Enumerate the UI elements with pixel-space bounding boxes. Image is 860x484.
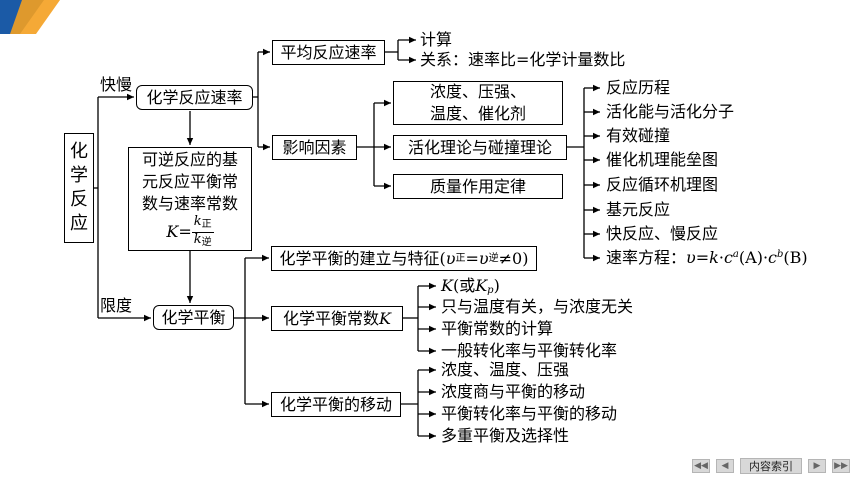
- factor-conditions-box: 浓度、压强、 温度、催化剂: [393, 81, 563, 125]
- reversible-reaction-box: 可逆反应的基 元反应平衡常 数与速率常数 K= k正 k逆: [128, 147, 252, 251]
- constant-item: 只与温度有关，与浓度无关: [441, 297, 634, 316]
- theory-item: 反应循环机理图: [606, 175, 719, 194]
- root-char: 学: [70, 165, 88, 186]
- root-char: 反: [70, 189, 88, 210]
- branch-label-fast-slow: 快慢: [100, 75, 133, 94]
- k-ratio-formula: K= k正 k逆: [166, 213, 214, 248]
- theory-item: 有效碰撞: [606, 126, 671, 145]
- reversible-line: 数与速率常数: [141, 193, 238, 213]
- reaction-rate-box: 化学反应速率: [136, 85, 253, 110]
- rate-equation: 速率方程：υ=k·ca(A)·cb(B): [606, 248, 808, 267]
- next-icon: ▶: [813, 461, 821, 471]
- constant-item: 平衡常数的计算: [441, 319, 554, 338]
- theory-item: 反应历程: [606, 78, 671, 97]
- shift-item: 多重平衡及选择性: [441, 426, 570, 445]
- factor-line: 温度、催化剂: [429, 104, 526, 123]
- constant-item-k: K(或Kp): [441, 276, 500, 296]
- theory-item: 基元反应: [606, 200, 671, 219]
- content-index-button[interactable]: 内容索引: [740, 458, 802, 474]
- previous-icon: ◀: [721, 461, 729, 471]
- slide-navigation: ◀◀ ◀ 内容索引 ▶ ▶▶: [692, 458, 850, 474]
- shift-box: 化学平衡的移动: [271, 392, 401, 417]
- last-page-icon: ▶▶: [834, 461, 848, 471]
- calc-label: 计算: [420, 30, 453, 49]
- root-char: 应: [70, 213, 88, 234]
- last-page-button[interactable]: ▶▶: [832, 459, 850, 473]
- factors-box: 影响因素: [272, 135, 357, 160]
- constant-item: 一般转化率与平衡转化率: [441, 341, 618, 360]
- corner-logo: [0, 0, 60, 34]
- first-page-button[interactable]: ◀◀: [692, 459, 710, 473]
- first-page-icon: ◀◀: [694, 461, 708, 471]
- previous-page-button[interactable]: ◀: [716, 459, 734, 473]
- theory-item: 活化能与活化分子: [606, 102, 735, 121]
- theory-item: 催化机理能垒图: [606, 150, 719, 169]
- reversible-line: 可逆反应的基: [141, 149, 238, 169]
- next-page-button[interactable]: ▶: [808, 459, 826, 473]
- average-rate-box: 平均反应速率: [272, 40, 385, 65]
- reversible-line: 元反应平衡常: [141, 171, 238, 191]
- relation-label: 关系：速率比=化学计量数比: [420, 50, 626, 69]
- shift-item: 平衡转化率与平衡的移动: [441, 404, 618, 423]
- factor-line: 浓度、压强、: [429, 82, 526, 101]
- root-box: 化 学 反 应: [64, 133, 94, 243]
- mass-action-box: 质量作用定律: [393, 174, 563, 199]
- shift-item: 浓度商与平衡的移动: [441, 382, 586, 401]
- theory-box: 活化理论与碰撞理论: [393, 135, 567, 160]
- branch-label-limit: 限度: [100, 296, 133, 315]
- shift-item: 浓度、温度、压强: [441, 360, 570, 379]
- rate-eq-label: 速率方程：: [606, 248, 687, 267]
- root-char: 化: [70, 141, 88, 162]
- theory-item: 快反应、慢反应: [606, 224, 719, 243]
- equilibrium-box: 化学平衡: [153, 305, 234, 330]
